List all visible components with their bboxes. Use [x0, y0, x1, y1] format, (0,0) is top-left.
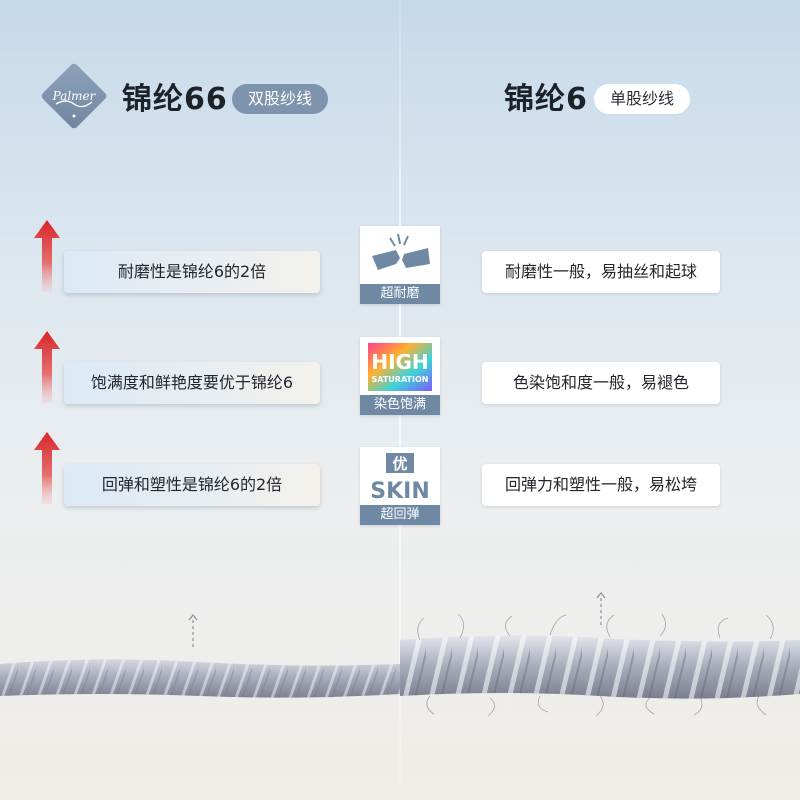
up-arrow-icon: [34, 432, 60, 504]
up-arrow-icon: [34, 331, 60, 403]
svg-text:SKIN: SKIN: [370, 479, 430, 503]
badge-skin: 优 SKIN 超回弹: [360, 447, 440, 525]
badge-caption: 超耐磨: [360, 284, 440, 304]
left-title: 锦纶66: [122, 82, 228, 117]
svg-text:SATURATION: SATURATION: [372, 375, 429, 384]
skin-icon: 优 SKIN: [370, 453, 430, 503]
feature-right-3: 回弹力和塑性一般，易松垮: [482, 464, 720, 506]
nylon66-yarn-image: [0, 659, 400, 698]
dashed-arrow-icon: [596, 592, 606, 628]
badge-wear: 超耐磨: [360, 226, 440, 304]
badge-saturation: HIGH SATURATION 染色饱满: [360, 337, 440, 415]
broken-bar-icon: [372, 233, 430, 270]
right-title: 锦纶6: [504, 82, 588, 117]
feature-left-1: 耐磨性是锦纶6的2倍: [64, 251, 320, 293]
up-arrow-icon: [34, 220, 60, 292]
feature-right-2: 色染饱和度一般，易褪色: [482, 362, 720, 404]
high-saturation-icon: HIGH SATURATION: [368, 343, 432, 391]
dashed-arrow-icon: [188, 614, 198, 650]
badge-caption: 染色饱满: [360, 395, 440, 415]
badge-caption: 超回弹: [360, 505, 440, 525]
svg-text:Palmer: Palmer: [52, 89, 97, 103]
feature-right-1: 耐磨性一般，易抽丝和起球: [482, 251, 720, 293]
feature-left-3: 回弹和塑性是锦纶6的2倍: [64, 464, 320, 506]
palmer-logo-icon: Palmer: [41, 63, 107, 129]
left-tag: 双股纱线: [232, 84, 329, 114]
nylon6-yarn-image: [400, 613, 800, 717]
right-tag: 单股纱线: [594, 84, 691, 114]
feature-left-2: 饱满度和鲜艳度要优于锦纶6: [64, 362, 320, 404]
svg-text:HIGH: HIGH: [371, 350, 428, 374]
svg-text:优: 优: [392, 455, 407, 473]
